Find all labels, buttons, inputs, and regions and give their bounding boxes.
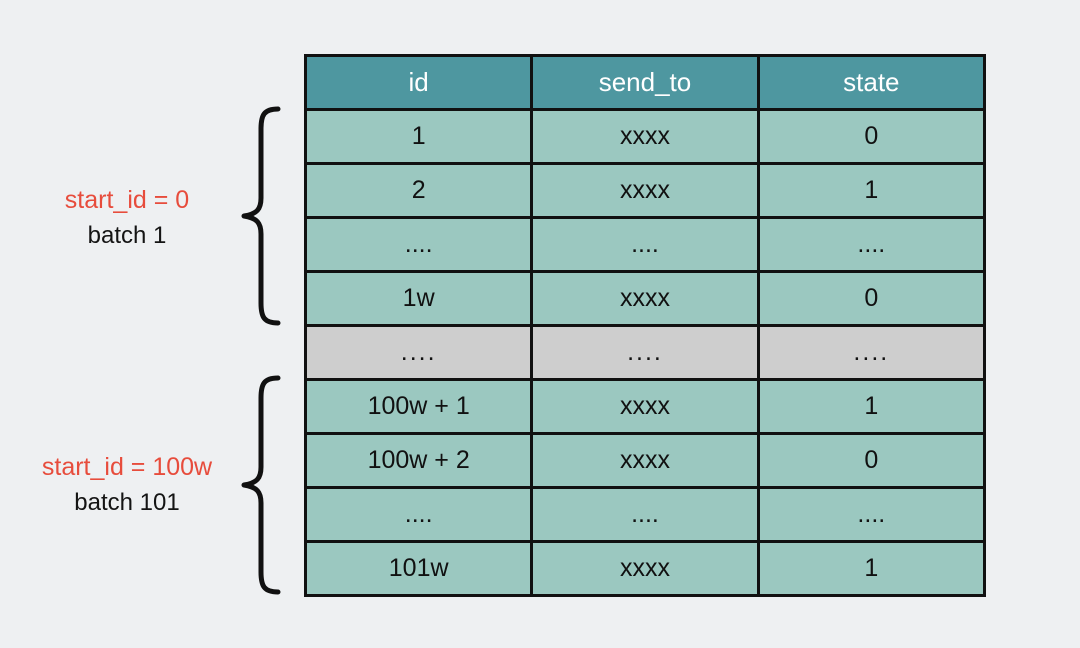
table-cell: ....	[303, 486, 534, 543]
message-batch-table: id send_to state 1 xxxx 0 2 xxxx 1 .... …	[303, 54, 987, 597]
table-cell: 1	[756, 540, 987, 597]
table-cell: ....	[756, 486, 987, 543]
table-cell: 100w + 1	[303, 378, 534, 435]
table-cell: ....	[530, 324, 760, 381]
table-cell: xxxx	[530, 270, 760, 327]
column-header-id: id	[303, 54, 534, 111]
table-row-ellipsis: .... .... ....	[303, 216, 987, 273]
table-separator-row: .... .... ....	[303, 324, 987, 381]
table-cell: xxxx	[530, 162, 760, 219]
start-id-label-batch-1: start_id = 0	[64, 186, 190, 214]
table-header-row: id send_to state	[303, 54, 987, 111]
table-cell: ....	[530, 486, 760, 543]
table-cell: ....	[756, 324, 987, 381]
table-cell: 1w	[303, 270, 534, 327]
annotation-batch-1: start_id = 0 batch 1	[12, 183, 242, 253]
table-cell: 101w	[303, 540, 534, 597]
table-row: 100w + 2 xxxx 0	[303, 432, 987, 489]
column-header-state: state	[756, 54, 987, 111]
table-cell: ....	[303, 216, 534, 273]
curly-brace-batch-1-icon	[241, 106, 281, 326]
table-cell: ....	[530, 216, 760, 273]
table-row: 1w xxxx 0	[303, 270, 987, 327]
table-row: 100w + 1 xxxx 1	[303, 378, 987, 435]
table-cell: 0	[756, 432, 987, 489]
table-cell: xxxx	[530, 432, 760, 489]
table-row: 101w xxxx 1	[303, 540, 987, 597]
curly-brace-batch-101-icon	[241, 375, 281, 595]
batch-101-label: batch 101	[74, 488, 180, 516]
start-id-label-batch-101: start_id = 100w	[41, 453, 213, 481]
annotation-batch-101: start_id = 100w batch 101	[12, 450, 242, 520]
table-cell: xxxx	[530, 108, 760, 165]
table-row: 2 xxxx 1	[303, 162, 987, 219]
table-cell: 100w + 2	[303, 432, 534, 489]
table-cell: 1	[756, 162, 987, 219]
table-cell: ....	[756, 216, 987, 273]
table-cell: 0	[756, 108, 987, 165]
table-cell: ....	[303, 324, 534, 381]
table-cell: 1	[303, 108, 534, 165]
table-cell: xxxx	[530, 378, 760, 435]
column-header-send-to: send_to	[530, 54, 760, 111]
batch-1-label: batch 1	[87, 221, 167, 249]
table-cell: 2	[303, 162, 534, 219]
table-cell: 0	[756, 270, 987, 327]
table-cell: xxxx	[530, 540, 760, 597]
table-row-ellipsis: .... .... ....	[303, 486, 987, 543]
table-cell: 1	[756, 378, 987, 435]
table-row: 1 xxxx 0	[303, 108, 987, 165]
